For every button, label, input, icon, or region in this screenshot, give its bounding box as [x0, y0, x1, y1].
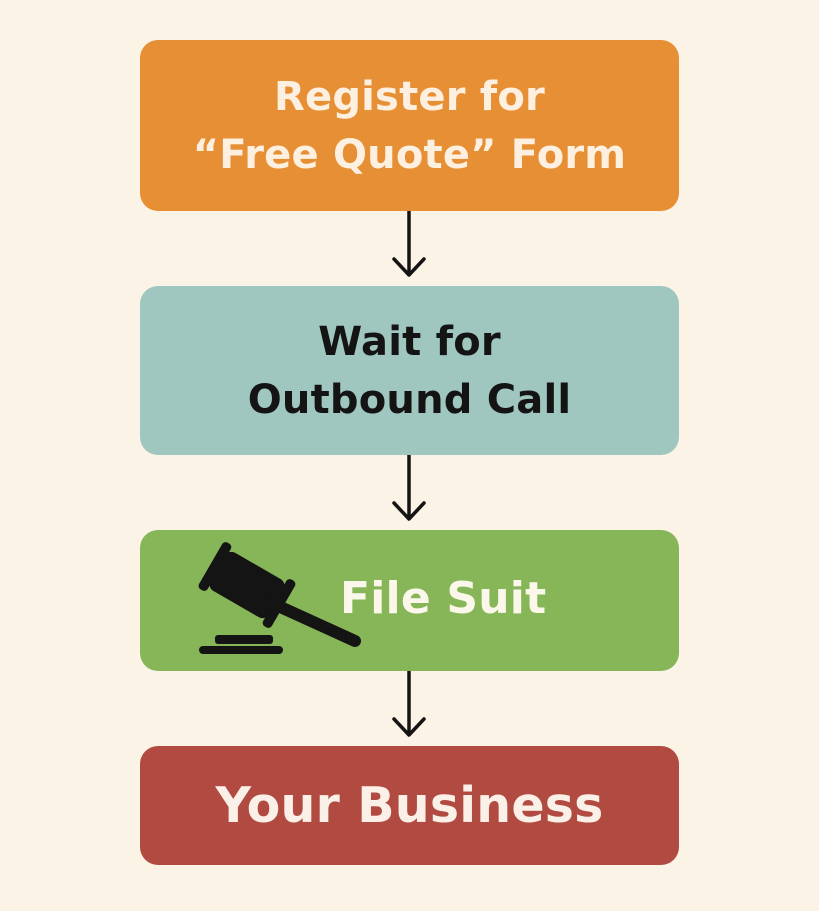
step-wait-outbound-call: Wait for Outbound Call	[140, 286, 679, 455]
step-your-business: Your Business	[140, 746, 679, 865]
step-register-free-quote: Register for “Free Quote” Form	[140, 40, 679, 211]
step-wait-outbound-call-label: Wait for Outbound Call	[248, 313, 572, 429]
arrow-down-1	[392, 211, 426, 277]
step-3-line-1: File Suit	[340, 573, 547, 624]
step-4-line-1: Your Business	[215, 776, 604, 834]
arrow-down-2	[392, 455, 426, 521]
step-2-line-1: Wait for	[318, 318, 501, 365]
gavel-icon	[198, 542, 361, 654]
step-1-line-1: Register for	[273, 73, 545, 120]
step-file-suit-label: File Suit	[340, 570, 546, 628]
arrow-down-3	[392, 671, 426, 737]
step-your-business-label: Your Business	[216, 777, 604, 835]
step-2-line-2: Outbound Call	[247, 376, 572, 423]
step-register-free-quote-label: Register for “Free Quote” Form	[193, 68, 626, 184]
step-1-line-2: “Free Quote” Form	[192, 131, 627, 178]
